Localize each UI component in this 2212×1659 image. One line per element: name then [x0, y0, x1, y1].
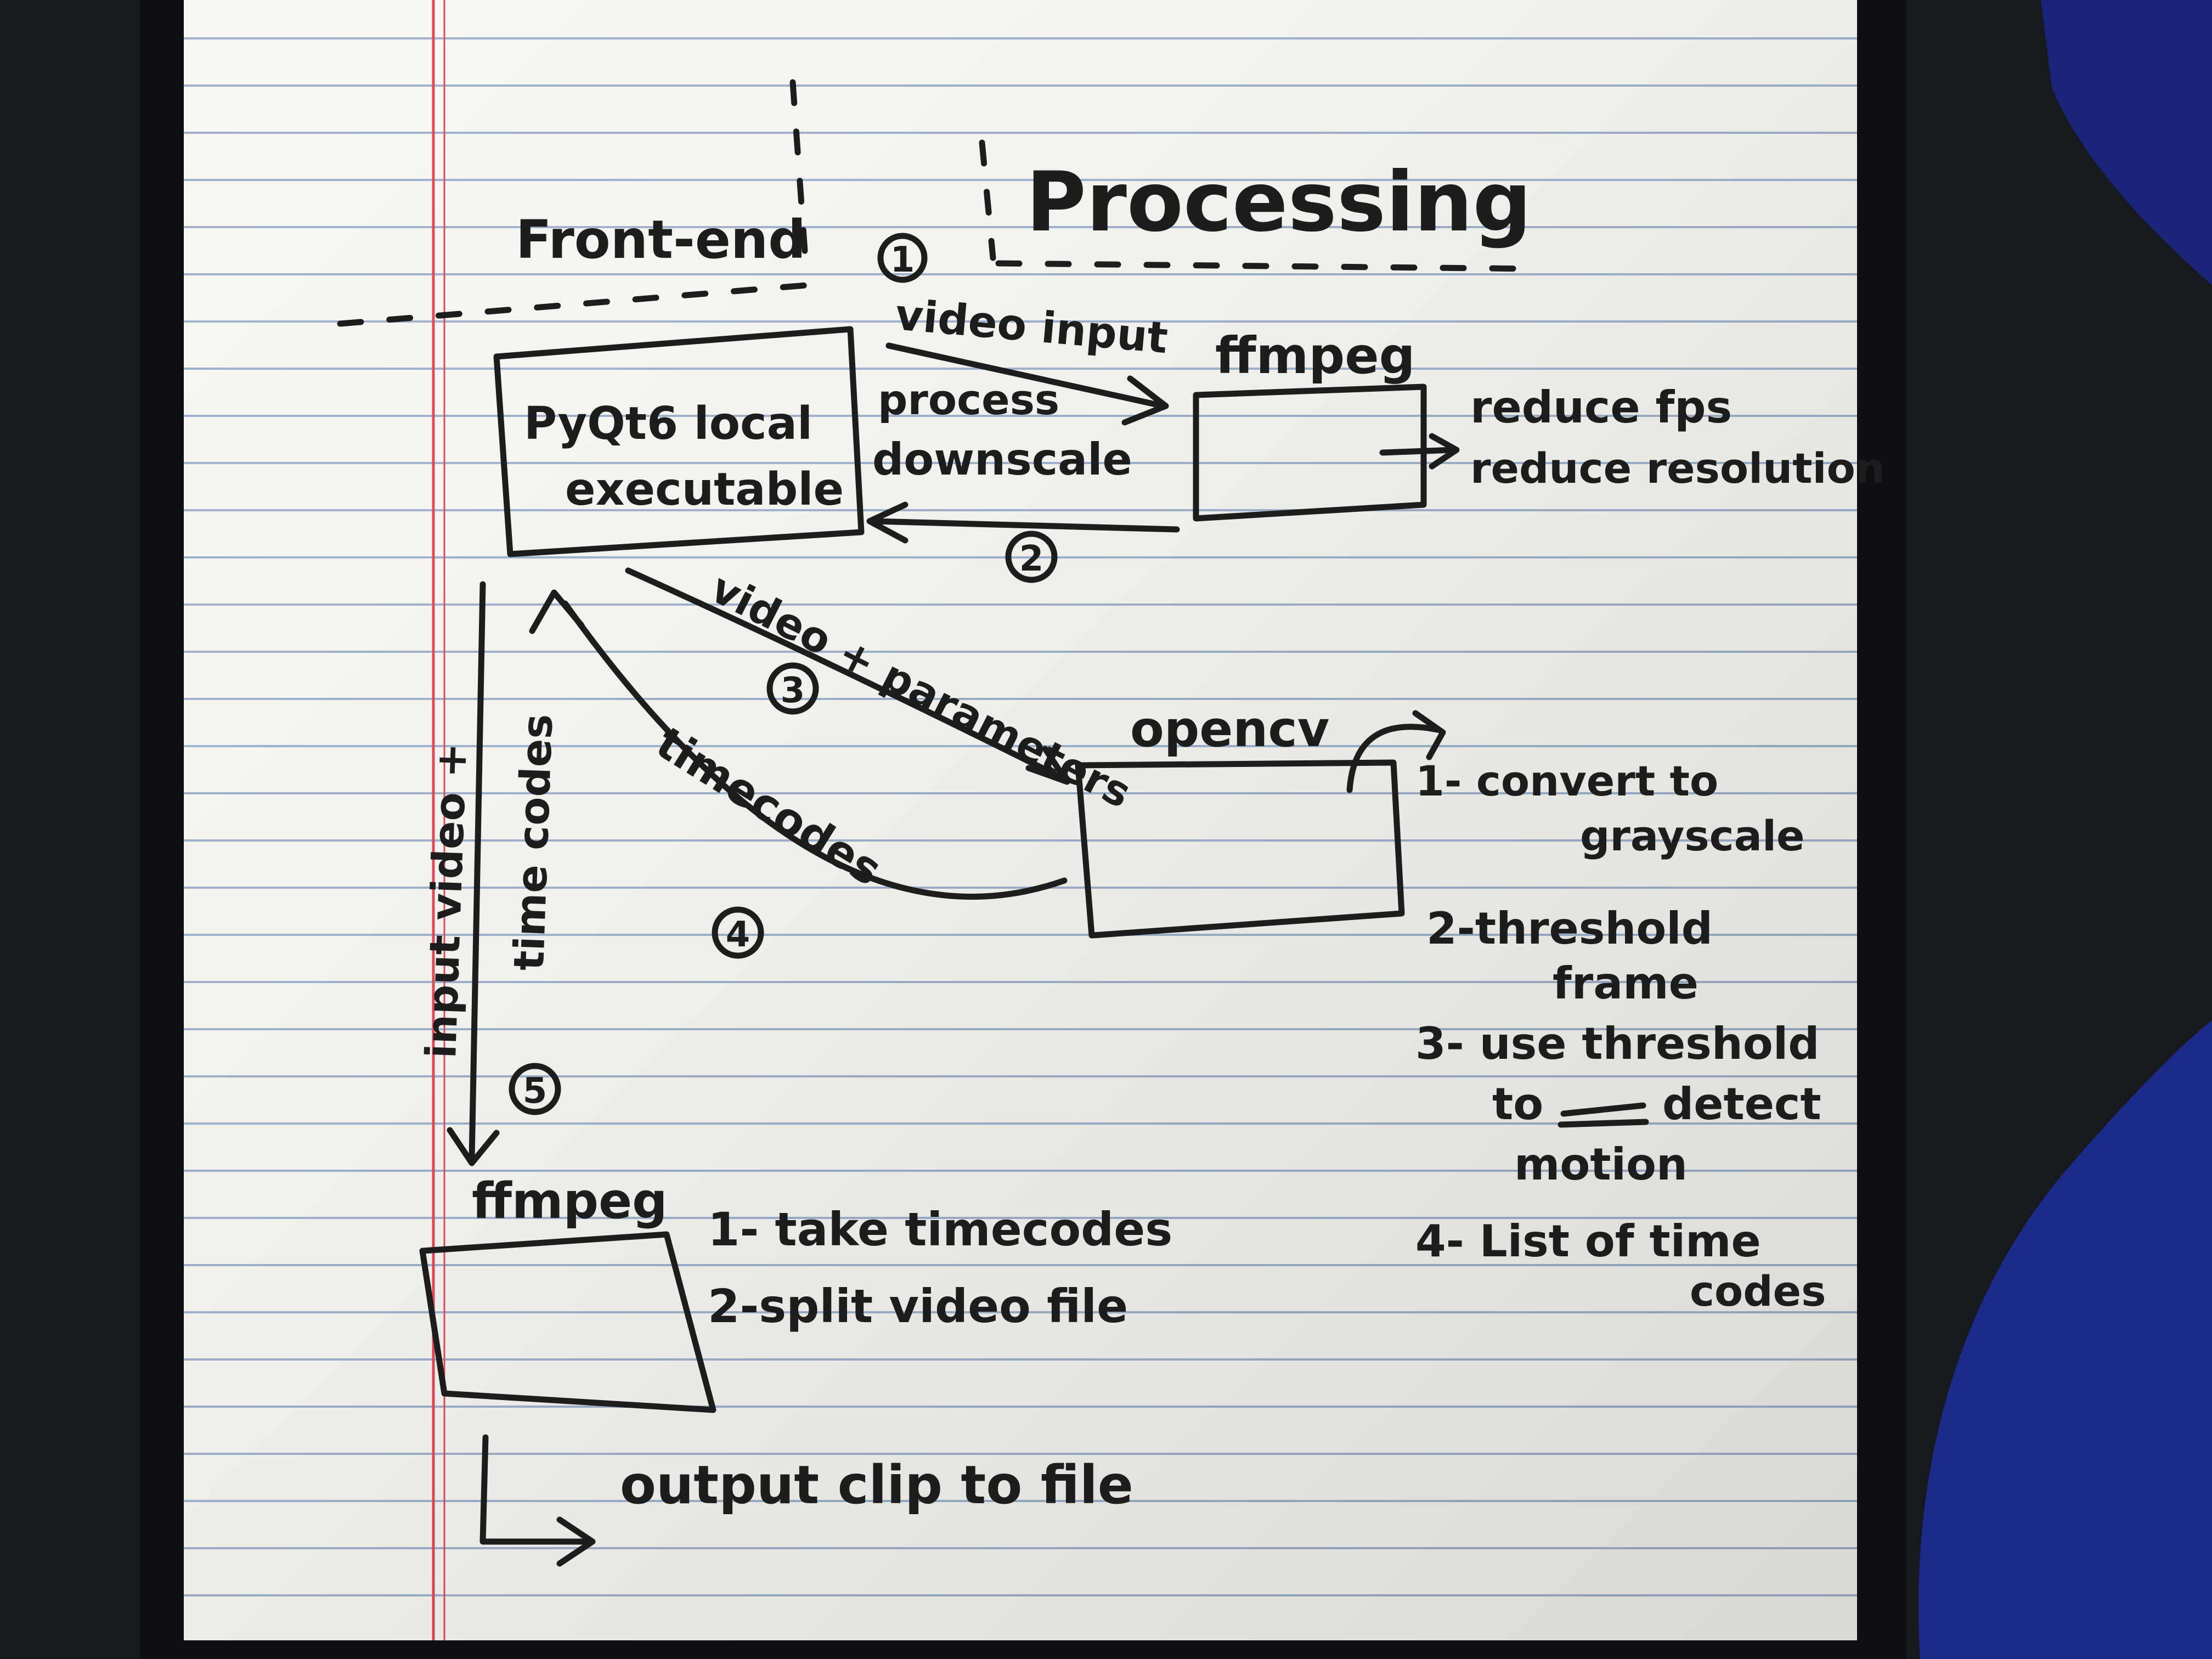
- output-arrow: [479, 1434, 590, 1545]
- video-input-arrow: [885, 342, 1166, 409]
- step-2-number: 2: [1019, 539, 1044, 579]
- opencv-step-3: 3- use threshold: [1415, 1018, 1820, 1069]
- video-input-arrowhead: [1121, 375, 1169, 426]
- step-3-circle: [766, 662, 819, 715]
- opencv-step-3d: motion: [1514, 1139, 1688, 1190]
- front-end-label: Front-end: [516, 209, 806, 270]
- opencv-label: opencv: [1130, 701, 1329, 758]
- ffmpeg-top-notes-arrow: [1379, 447, 1457, 456]
- divider-vertical: [789, 79, 810, 278]
- opencv-step-4b: codes: [1690, 1267, 1826, 1316]
- ffmpeg-top-label: ffmpeg: [1215, 326, 1415, 385]
- ffmpeg-bottom-step-2: 2-split video file: [708, 1279, 1128, 1333]
- opencv-step-4: 4- List of time: [1415, 1216, 1761, 1267]
- opencv-box: [1075, 759, 1405, 939]
- opencv-step-1b: grayscale: [1580, 811, 1805, 860]
- step-4-circle: [712, 906, 764, 959]
- return-arrow: [869, 518, 1180, 533]
- return-arrowhead: [866, 501, 909, 544]
- downscale-label: downscale: [872, 434, 1132, 485]
- opencv-loop-arrowhead: [1412, 710, 1446, 760]
- video-params-arrowhead: [1025, 746, 1070, 785]
- step-5-circle: [509, 1063, 561, 1115]
- divider-horizontal-right: [995, 260, 1539, 272]
- step-3-number: 3: [781, 670, 805, 711]
- ffmpeg-top-note-2: reduce resolution: [1470, 444, 1885, 493]
- opencv-loop-arrow: [1346, 724, 1441, 793]
- paper-shade: [184, 0, 1857, 1640]
- input-video-arrow: [469, 581, 486, 1161]
- ffmpeg-bottom-label: ffmpeg: [472, 1172, 668, 1230]
- timecodes-arrow: [562, 600, 1068, 900]
- strikeout-scribble: [1558, 1102, 1649, 1128]
- opencv-step-3c: detect: [1662, 1079, 1821, 1130]
- opencv-step-1: 1- convert to: [1415, 757, 1718, 805]
- divider-vertical-2: [979, 139, 996, 261]
- pyqt-box-line1: PyQt6 local: [524, 398, 812, 450]
- processing-label: Processing: [1026, 155, 1532, 250]
- step-4-number: 4: [726, 915, 751, 955]
- ffmpeg-top-note-1: reduce fps: [1470, 382, 1732, 433]
- ffmpeg-bottom-step-1: 1- take timecodes: [708, 1203, 1172, 1256]
- input-video-arrowhead: [447, 1127, 500, 1166]
- step-2-circle: [1005, 531, 1058, 583]
- opencv-step-3b: to: [1492, 1079, 1543, 1130]
- video-params-arrow: [625, 567, 1068, 782]
- ffmpeg-top-box: [1193, 383, 1427, 522]
- blue-fabric-top: [2041, 0, 2212, 285]
- pyqt-box: [493, 326, 865, 557]
- timecodes-arrowhead: [529, 589, 585, 634]
- pyqt-box-line2: executable: [565, 464, 844, 516]
- output-arrowhead: [556, 1516, 596, 1567]
- step-5-number: 5: [523, 1071, 548, 1111]
- time-codes-label: time codes: [504, 713, 562, 972]
- step-1-circle: [877, 233, 928, 283]
- opencv-step-2: 2-threshold: [1426, 903, 1713, 954]
- input-video-label: input video +: [416, 742, 476, 1059]
- ffmpeg-bottom-box: [419, 1231, 716, 1413]
- opencv-step-2b: frame: [1553, 958, 1699, 1009]
- blue-fabric: [1918, 1020, 2212, 1659]
- process-label: process: [878, 375, 1059, 424]
- ffmpeg-top-notes-arrowhead: [1429, 433, 1460, 470]
- output-label: output clip to file: [620, 1454, 1133, 1516]
- step-1-number: 1: [890, 240, 915, 280]
